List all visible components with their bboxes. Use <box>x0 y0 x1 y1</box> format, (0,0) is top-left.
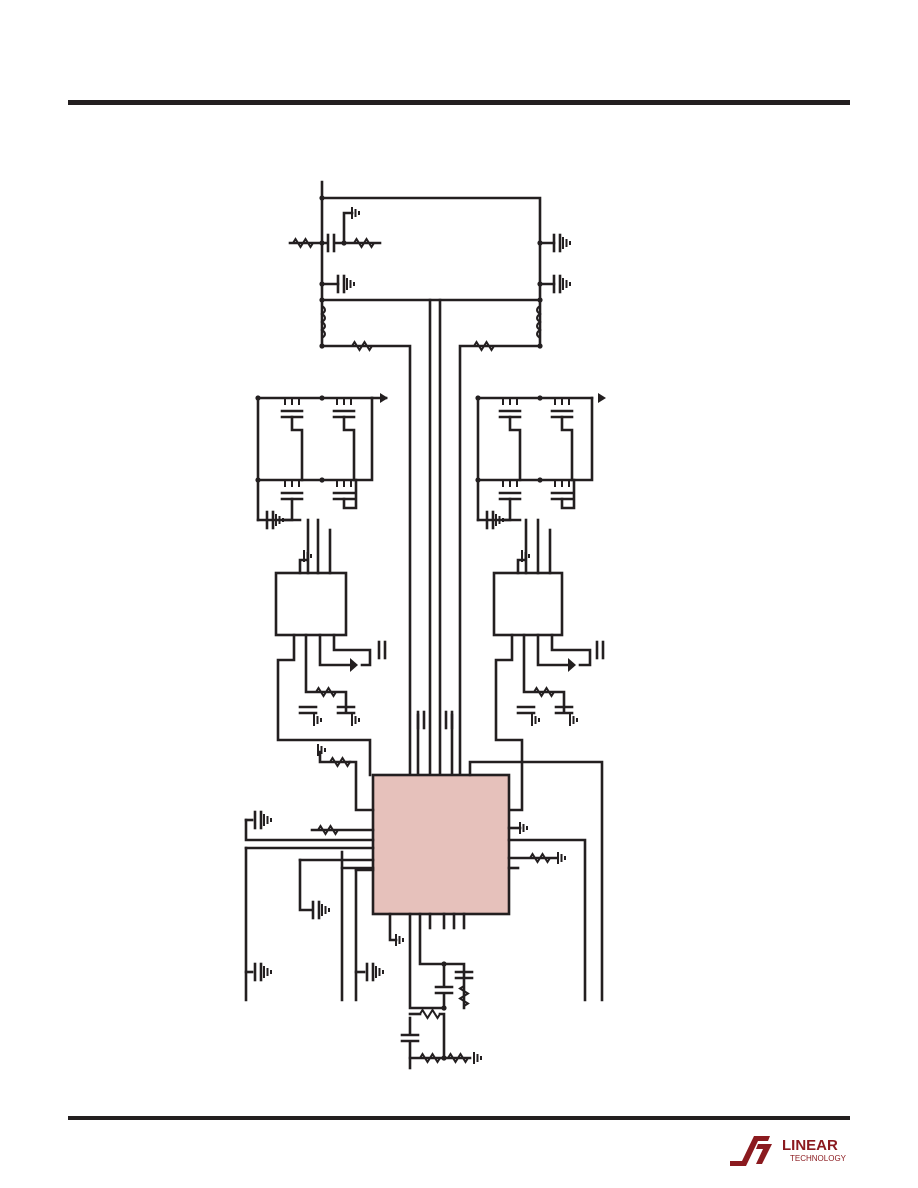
right-phase-mosfets <box>475 393 606 530</box>
output-inductors <box>319 298 543 777</box>
right-driver <box>492 518 605 812</box>
top-rule <box>68 100 850 105</box>
left-phase-mosfets <box>255 393 388 530</box>
controller-ic <box>371 773 511 916</box>
logo-subword: TECHNOLOGY <box>790 1154 847 1163</box>
bottom-rule <box>68 1116 850 1120</box>
linear-technology-logo: LINEAR TECHNOLOGY <box>730 1136 847 1166</box>
ic-connections <box>244 743 604 1070</box>
left-driver <box>274 518 387 777</box>
logo-word: LINEAR <box>782 1137 838 1154</box>
logo-lt-mark-icon <box>730 1136 770 1166</box>
